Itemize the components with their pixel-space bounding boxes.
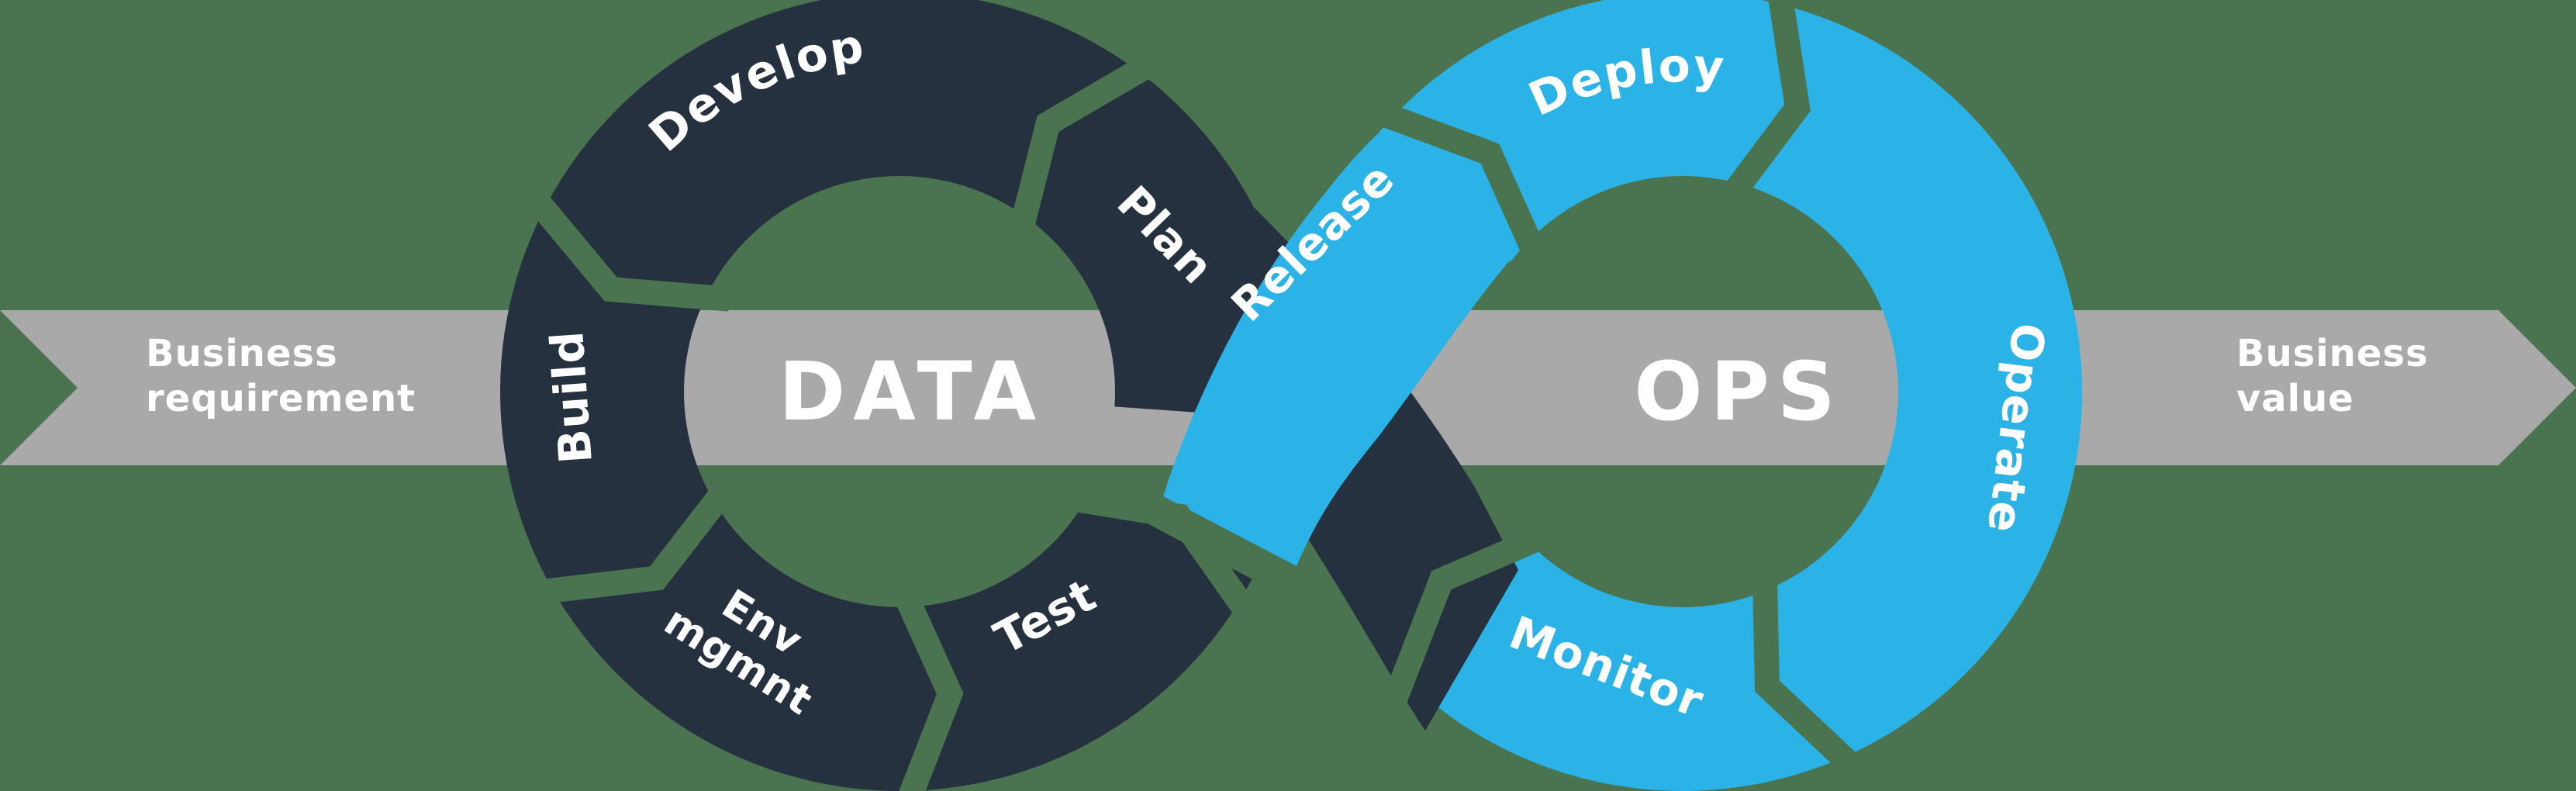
- gap-env-test: [889, 580, 964, 791]
- gap-monitor-darkband: [1383, 522, 1556, 706]
- business-requirement-line1: Business: [146, 332, 338, 375]
- data-center-label: DATA: [779, 344, 1044, 439]
- gap-build-env: [527, 476, 739, 606]
- business-requirement-line2: requirement: [146, 377, 416, 420]
- segment-env-mgmnt: [533, 477, 938, 791]
- build-label: Build: [540, 329, 603, 465]
- segment-test: [868, 492, 1252, 791]
- ops-center-label: OPS: [1634, 344, 1843, 439]
- business-value-line1: Business: [2236, 332, 2429, 375]
- business-value-line2: value: [2236, 377, 2354, 420]
- business-requirement-label: Business requirement: [146, 332, 416, 420]
- segment-develop: [533, 0, 1172, 306]
- gap-develop-build: [518, 181, 730, 312]
- segment-release: [1163, 135, 1517, 566]
- gap-plan-develop: [1007, 47, 1166, 242]
- gap-test-release: [1060, 485, 1265, 630]
- gap-deploy-operate: [1716, 0, 1811, 210]
- segment-operate: [1712, 0, 2083, 767]
- gap-operate-monitor: [1752, 567, 1870, 784]
- business-value-label: Business value: [2236, 332, 2442, 420]
- gap-release-deploy: [1364, 97, 1550, 268]
